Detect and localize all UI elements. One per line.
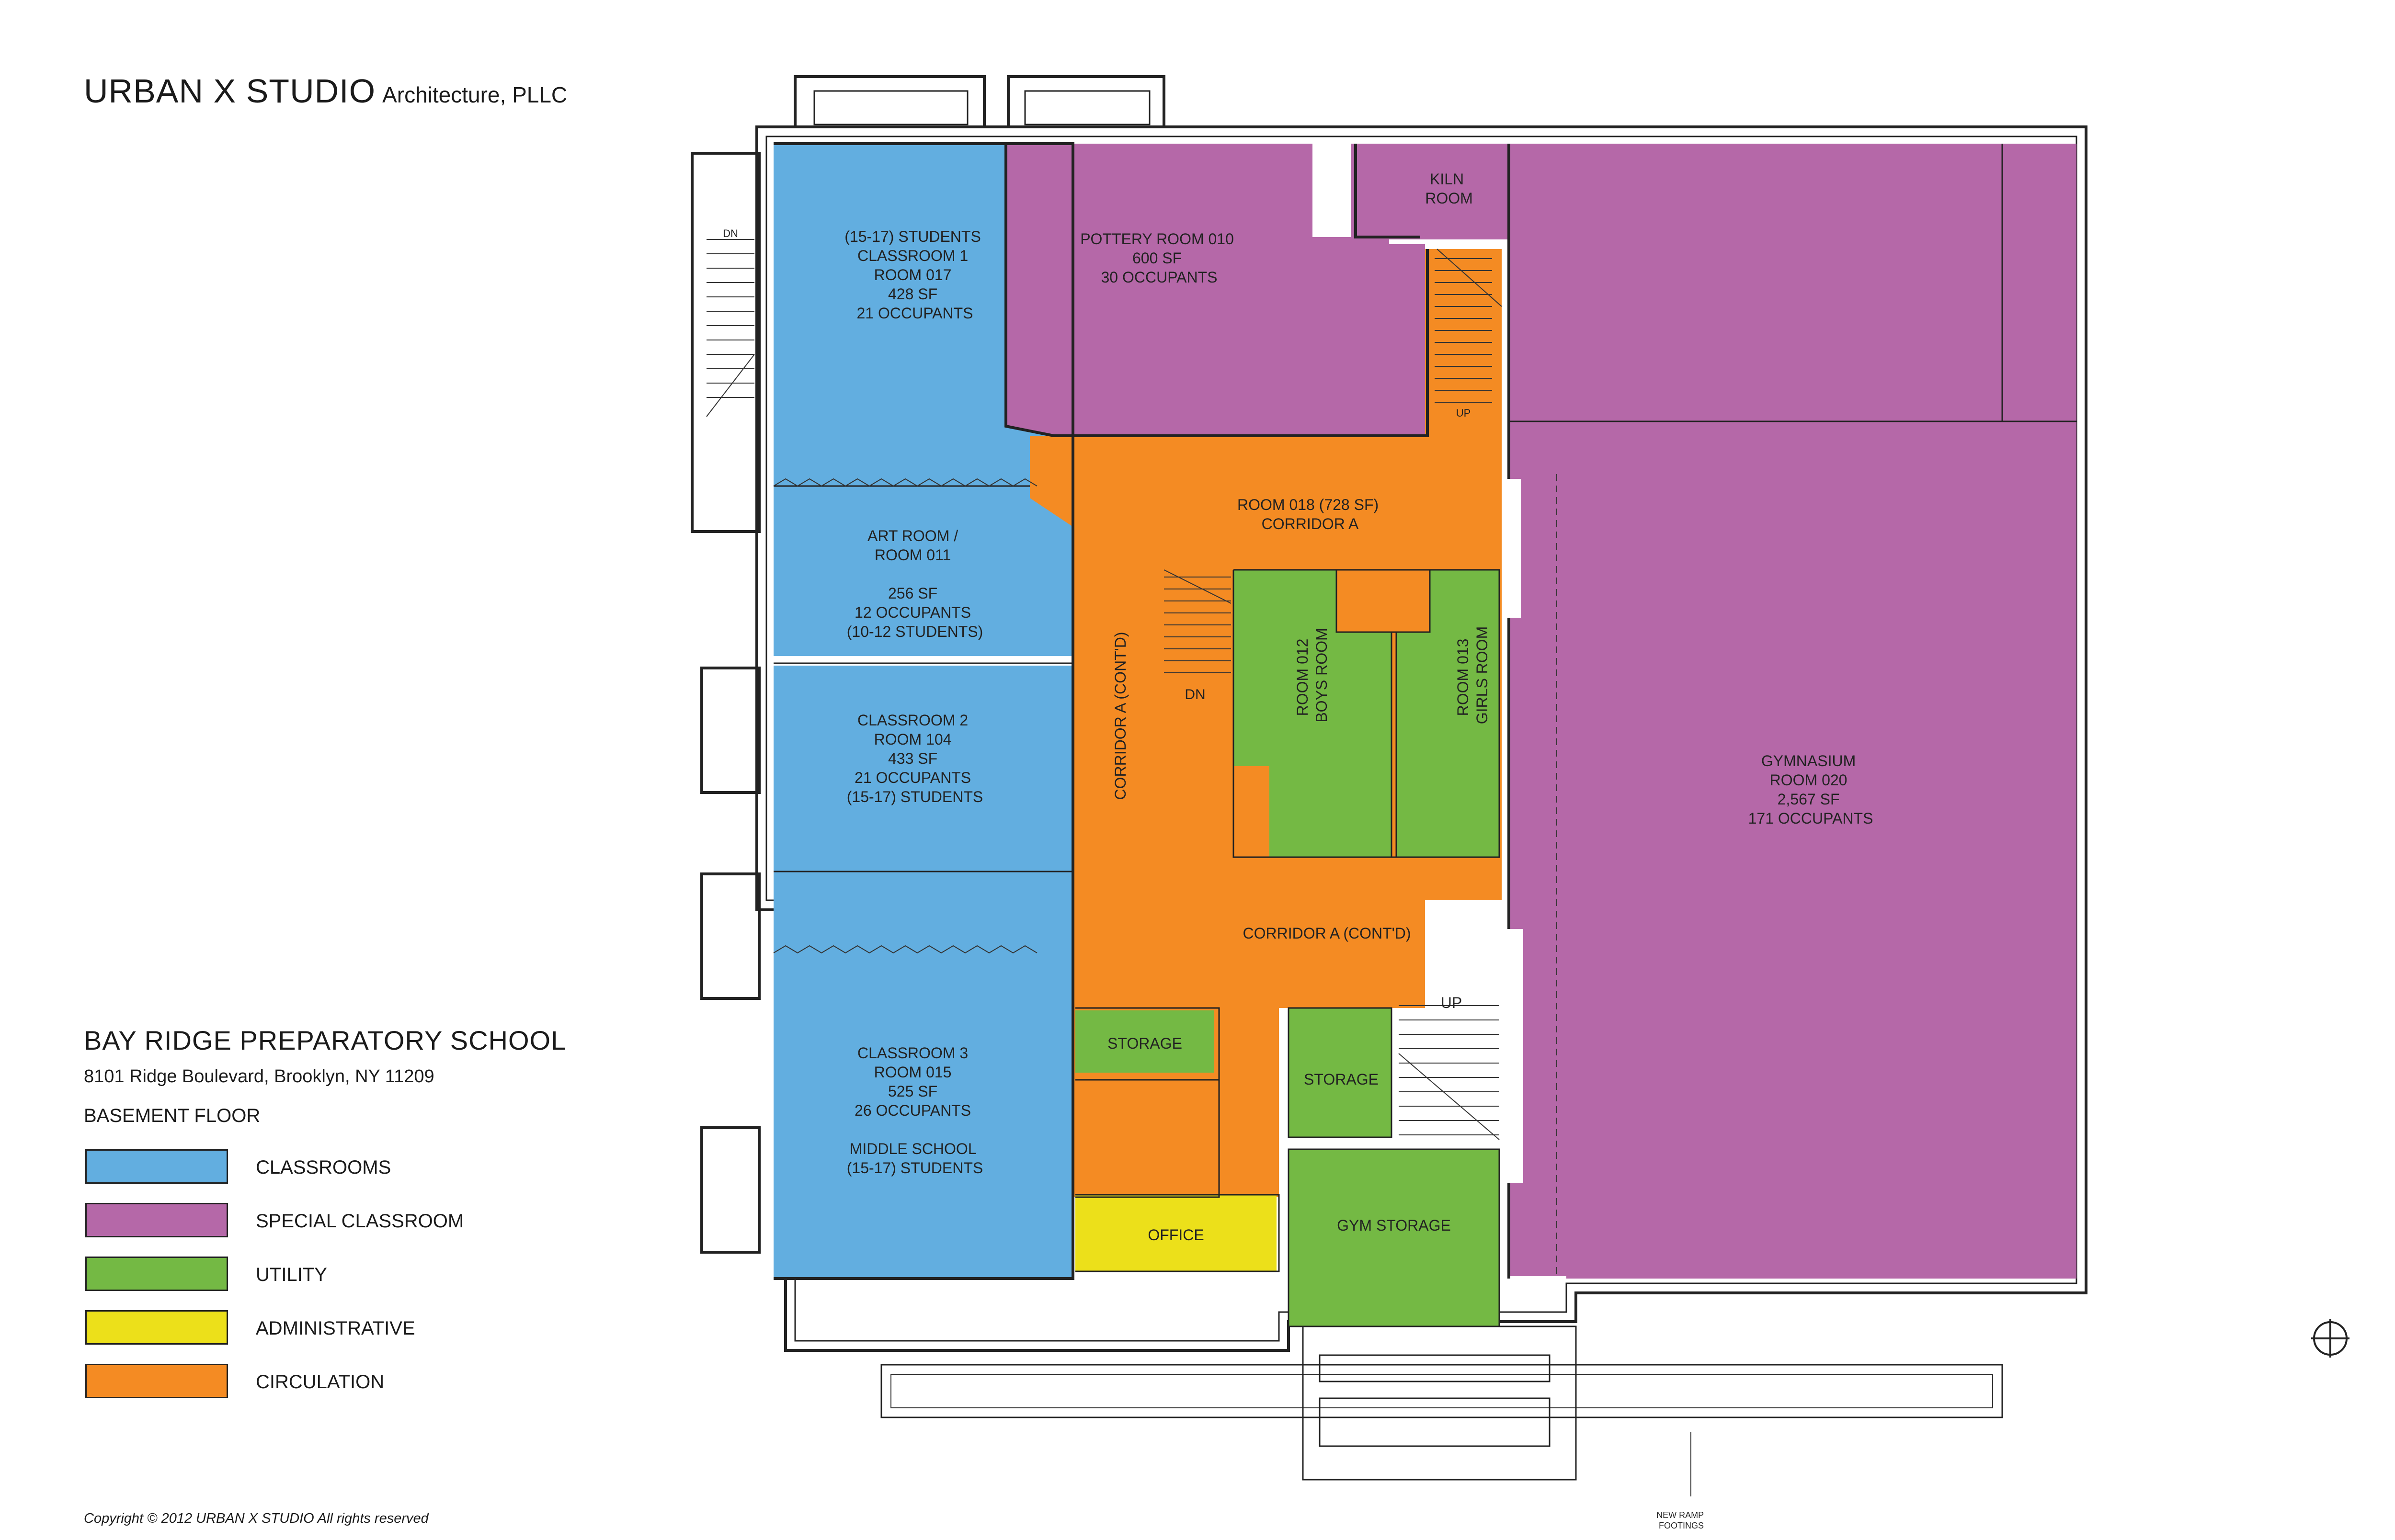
legend-swatch-classrooms: [85, 1149, 228, 1184]
label-stair-dn-left: DN: [723, 227, 738, 239]
legend-swatch-circulation: [85, 1364, 228, 1398]
label-storage-right: STORAGE: [1304, 1071, 1379, 1088]
firm-name: URBAN X STUDIO: [84, 72, 376, 110]
label-stair-dn-main: DN: [1185, 687, 1205, 702]
room-elevator: [1075, 1080, 1214, 1195]
copyright: Copyright © 2012 URBAN X STUDIO All righ…: [84, 1511, 429, 1526]
label-stair-up-top: UP: [1456, 407, 1471, 419]
legend-label-utility: UTILITY: [256, 1264, 327, 1285]
label-classroom-2: CLASSROOM 2 ROOM 104 433 SF 21 OCCUPANTS…: [847, 712, 983, 805]
room-gymnasium: [1509, 144, 2076, 1279]
label-boys-room: ROOM 012 BOYS ROOM: [1294, 628, 1330, 722]
room-classroom-3: [774, 872, 1073, 1279]
legend-label-circulation: CIRCULATION: [256, 1371, 385, 1393]
label-gymnasium: GYMNASIUM ROOM 020 2,567 SF 171 OCCUPANT…: [1748, 752, 1873, 827]
label-corridor-contd-vertical: CORRIDOR A (CONT'D): [1112, 632, 1129, 800]
room-classroom-2: [774, 666, 1073, 872]
label-classroom-3: CLASSROOM 3 ROOM 015 525 SF 26 OCCUPANTS…: [847, 1044, 983, 1177]
label-kiln: KILN ROOM: [1425, 170, 1473, 207]
legend-swatch-administrative: [85, 1310, 228, 1345]
label-classroom-1: (15-17) STUDENTS CLASSROOM 1 ROOM 017 42…: [844, 228, 985, 322]
room-art-room: [774, 486, 1073, 656]
stair-core: [1154, 567, 1265, 852]
legend-label-classrooms: CLASSROOMS: [256, 1157, 391, 1178]
label-pottery: POTTERY ROOM 010 600 SF 30 OCCUPANTS: [1080, 230, 1238, 286]
label-stair-up-bottom: UP: [1441, 994, 1462, 1011]
school-name: BAY RIDGE PREPARATORY SCHOOL: [84, 1025, 567, 1055]
room-kiln: [1358, 144, 1509, 239]
floor-name: BASEMENT FLOOR: [84, 1105, 261, 1126]
room-pottery: [1006, 144, 1425, 436]
room-girls: [1396, 570, 1499, 857]
firm-subtitle: Architecture, PLLC: [382, 82, 568, 107]
label-corridor-a: ROOM 018 (728 SF) CORRIDOR A: [1237, 496, 1383, 532]
school-address: 8101 Ridge Boulevard, Brooklyn, NY 11209: [84, 1066, 434, 1087]
label-girls-room: ROOM 013 GIRLS ROOM: [1454, 626, 1491, 724]
stair-lines: [706, 239, 1502, 1140]
label-storage-left: STORAGE: [1107, 1035, 1182, 1052]
stair-top: [1425, 249, 1502, 421]
room-boys: [1233, 570, 1391, 857]
legend-label-special-classroom: SPECIAL CLASSROOM: [256, 1211, 464, 1232]
label-gym-storage: GYM STORAGE: [1337, 1217, 1451, 1234]
label-ramp-note: NEW RAMP FOOTINGS: [1656, 1510, 1706, 1530]
room-office: [1075, 1195, 1277, 1271]
interior-walls: [773, 142, 1557, 1327]
north-arrow-icon: [2311, 1319, 2349, 1358]
room-storage-right: [1289, 1008, 1391, 1137]
label-office: OFFICE: [1148, 1226, 1204, 1244]
school-info: BAY RIDGE PREPARATORY SCHOOL 8101 Ridge …: [84, 1025, 566, 1127]
room-gym-storage: [1289, 1149, 1499, 1326]
legend-swatch-special-classroom: [85, 1203, 228, 1237]
room-storage-left: [1075, 1010, 1214, 1073]
label-art-room: ART ROOM / ROOM 011 256 SF 12 OCCUPANTS …: [847, 527, 983, 640]
legend-label-administrative: ADMINISTRATIVE: [256, 1318, 415, 1339]
legend-swatch-utility: [85, 1257, 228, 1291]
label-corridor-contd: CORRIDOR A (CONT'D): [1243, 925, 1411, 942]
